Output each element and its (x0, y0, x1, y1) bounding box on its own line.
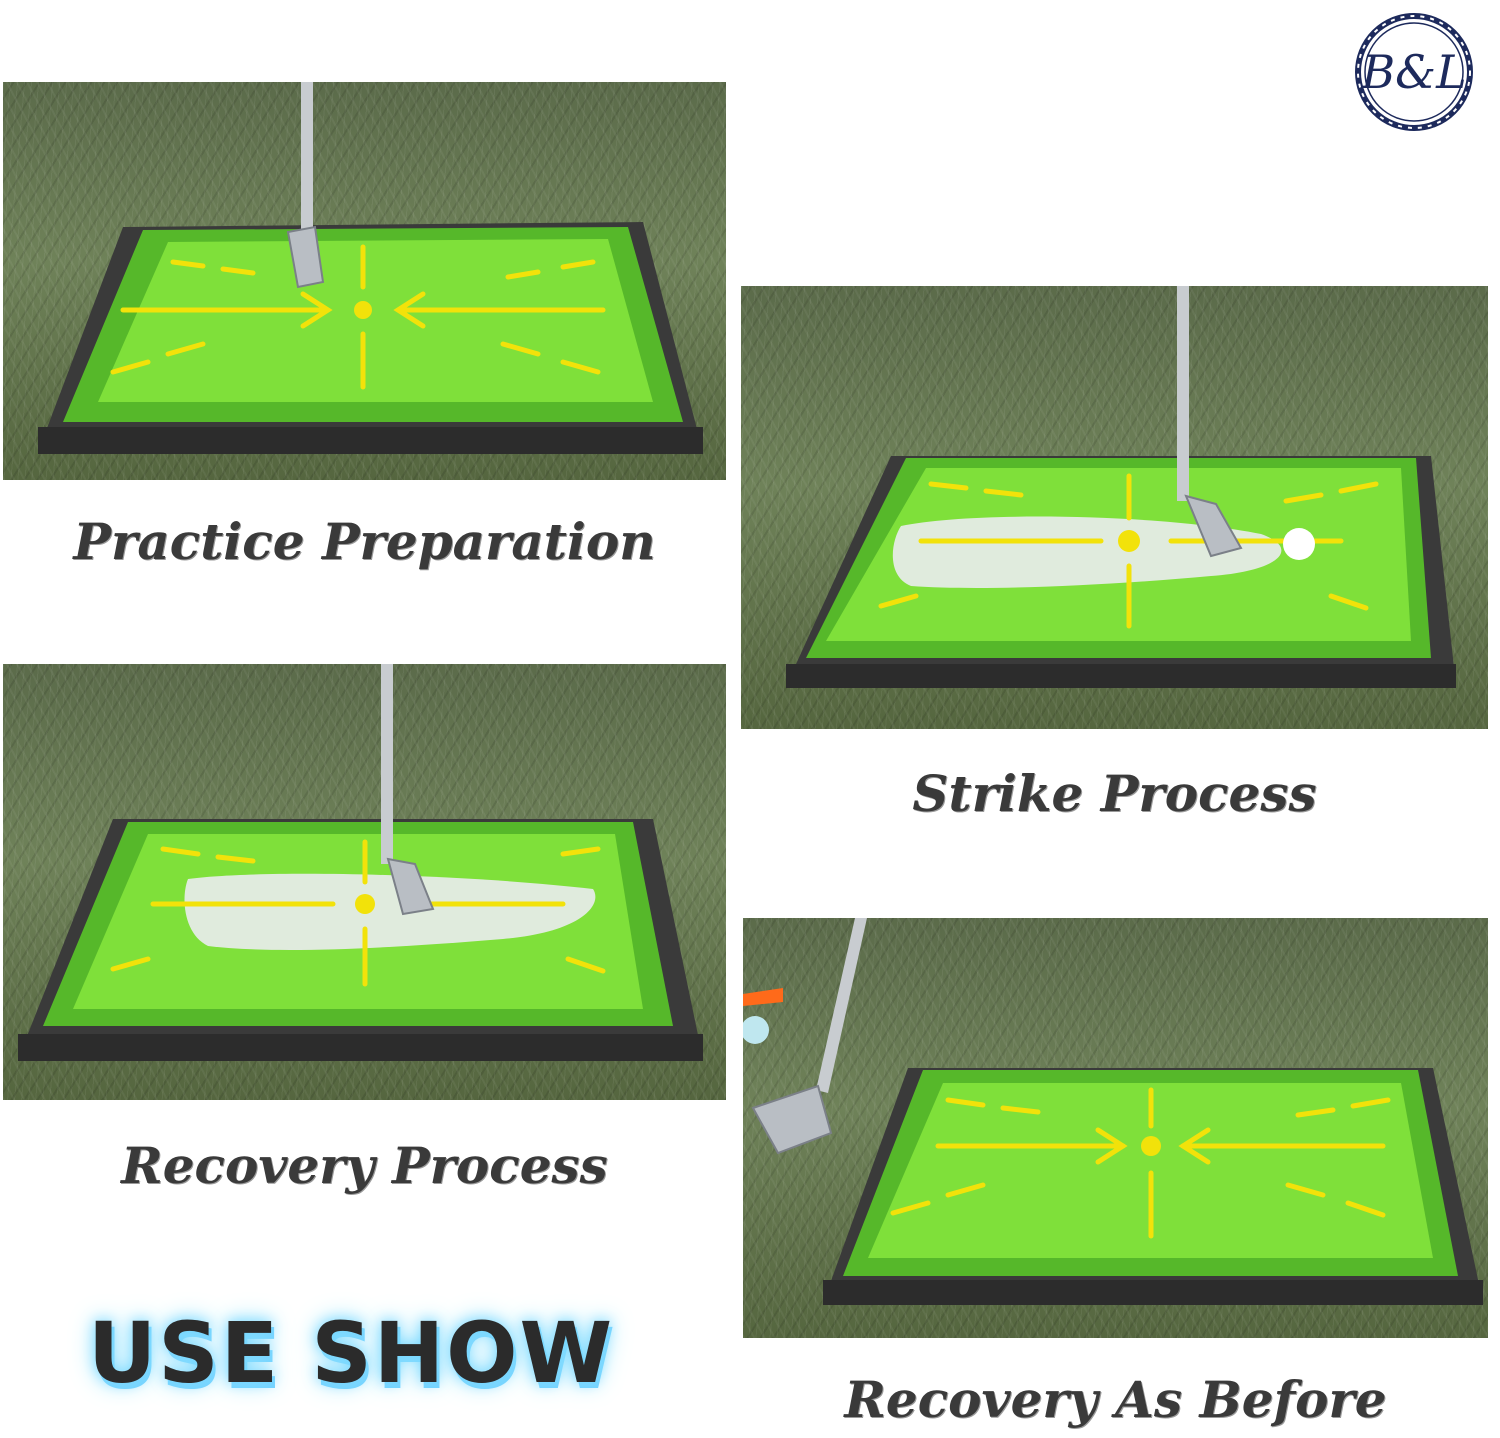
logo-rope-ring-icon (1355, 13, 1473, 131)
caption-strike-process: Strike Process (912, 764, 1317, 823)
caption-recovery-as-before: Recovery As Before (844, 1370, 1387, 1429)
use-show-banner: USE SHOW (88, 1304, 615, 1402)
mat-illustration (18, 664, 703, 1061)
caption-recovery-process: Recovery Process (121, 1136, 608, 1195)
mat-illustration (786, 286, 1456, 688)
caption-practice-preparation: Practice Preparation (73, 512, 656, 571)
photo-strike-process (741, 286, 1488, 729)
photo-practice-preparation (3, 82, 726, 480)
brand-logo: B&L (1352, 10, 1476, 134)
photo-recovery-as-before (743, 918, 1488, 1338)
mat-illustration (38, 82, 703, 454)
photo-recovery-process (3, 664, 726, 1100)
mat-illustration (743, 918, 1483, 1305)
logo-text: B&L (1361, 45, 1467, 99)
